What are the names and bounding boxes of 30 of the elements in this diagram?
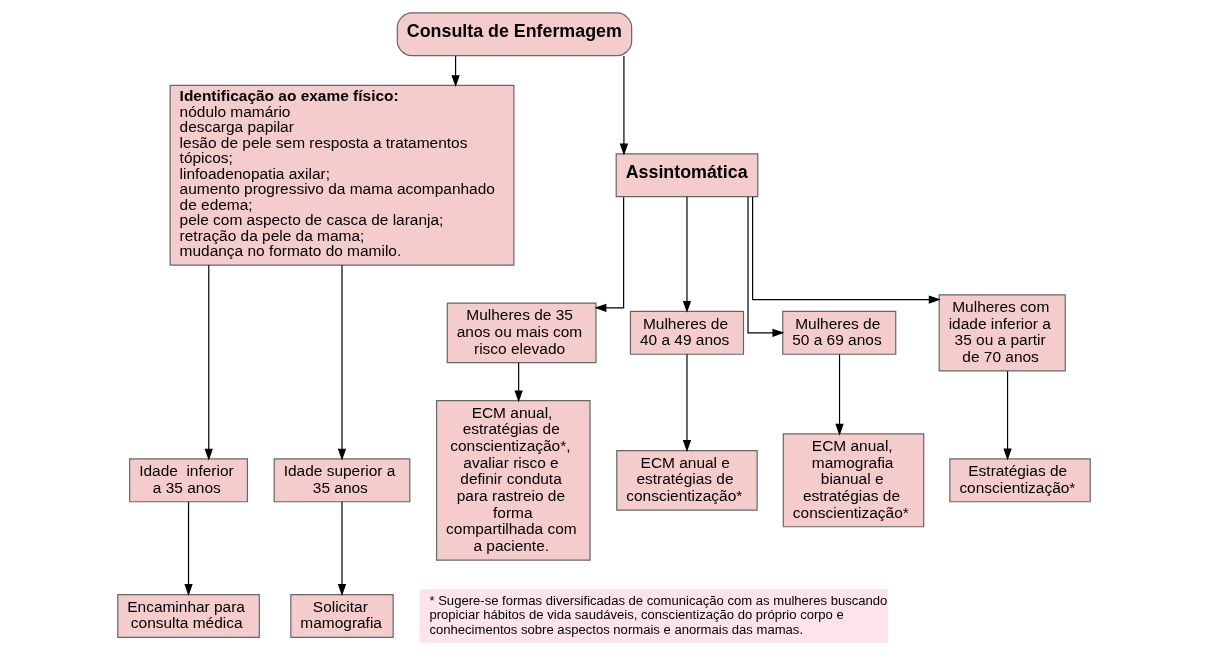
arrow: [834, 353, 844, 436]
node-box: ECM anual, estratégias de conscientização*, avaliar risco e definir conduta para rastreio de forma compartilhada com a paciente.: [435, 400, 591, 561]
arrow: [450, 55, 460, 88]
arrow: [204, 264, 213, 461]
arrow: [751, 196, 941, 304]
node-box: Idade superior a 35 anos: [273, 458, 410, 503]
node-box: Idade inferior a 35 anos: [128, 458, 248, 503]
arrow: [594, 196, 624, 313]
arrow: [514, 362, 523, 403]
arrow: [183, 501, 193, 596]
node-box: ECM anual e estratégias de conscientização*: [615, 450, 758, 511]
node-box: Mulheres de 50 a 69 anos: [781, 310, 896, 355]
node-box: Mulheres de 35 anos ou mais com risco elevado: [446, 302, 597, 364]
node-box: Mulheres de 40 a 49 anos: [629, 310, 744, 355]
node-box: ECM anual, mamografia bianual e estratégias de conscientização*: [782, 433, 924, 528]
arrow: [337, 501, 346, 596]
node-box: Consulta de Enfermagem: [396, 12, 632, 57]
node-box: Assintomática: [615, 153, 758, 198]
arrow: [682, 196, 691, 313]
arrow: [746, 196, 784, 337]
node-box: Identificação ao exame físico: nódulo mamário descarga papilar lesão de pele sem resposta a tratamentos tópicos; linfoadenopatia axilar; aumento progressivo da mama acompanhado de edema; pele com aspecto de casca de laranja; retração da pele da mama; mudança no formato do mamilo.: [169, 84, 514, 266]
node-box: Estratégias de conscientização*: [948, 458, 1091, 503]
arrow: [619, 55, 628, 156]
arrow: [337, 264, 346, 461]
arrow: [1002, 370, 1012, 461]
node-box: Mulheres com idade inferior a 35 ou a partir de 70 anos: [938, 294, 1066, 372]
arrow: [682, 353, 691, 452]
node-box: Encaminhar para consulta médica: [116, 593, 260, 638]
node-box: * Sugere-se formas diversificadas de comunicação com as mulheres buscando propiciar hábitos de vida saudáveis, conscientização do próprio corpo e conhecimentos sobre aspectos normais e anormais das mamas.: [418, 589, 888, 643]
node-box: Solicitar mamografia: [289, 593, 394, 638]
